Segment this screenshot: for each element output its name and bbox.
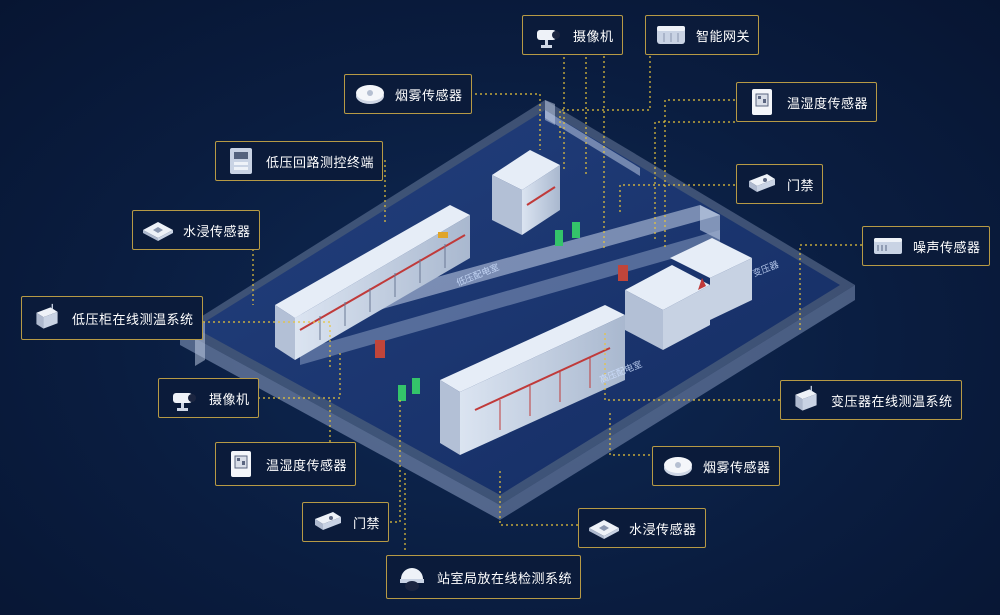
meter-icon xyxy=(230,148,252,174)
temp-module-icon xyxy=(794,385,818,412)
back-cabinets xyxy=(492,150,560,235)
noise-sensor-icon xyxy=(873,237,903,255)
label-text: 烟雾传感器 xyxy=(395,88,463,104)
camera-icon xyxy=(173,393,196,411)
label-text: 温湿度传感器 xyxy=(787,96,869,112)
floor xyxy=(195,110,840,495)
label-text: 水浸传感器 xyxy=(629,522,697,538)
label-text: 水浸传感器 xyxy=(183,224,251,240)
label-pd-monitor[interactable]: 站室局放在线检测系统 xyxy=(386,555,582,599)
temp-module-icon xyxy=(35,303,59,330)
temp-humidity-sensor-icon xyxy=(230,450,252,478)
high-voltage-cabinets xyxy=(440,305,625,455)
label-noise[interactable]: 噪声传感器 xyxy=(862,226,990,266)
label-water-bottom[interactable]: 水浸传感器 xyxy=(578,508,706,548)
label-text: 站室局放在线检测系统 xyxy=(437,571,573,587)
label-lv-terminal[interactable]: 低压回路测控终端 xyxy=(215,141,384,181)
label-text: 门禁 xyxy=(353,516,381,532)
label-text: 低压柜在线测温系统 xyxy=(72,312,194,328)
door-access-icon xyxy=(315,512,341,530)
slab-front-right xyxy=(500,285,855,520)
label-text: 智能网关 xyxy=(696,29,751,45)
smoke-detector-icon xyxy=(356,85,384,104)
label-temp-hum-top[interactable]: 温湿度传感器 xyxy=(736,82,878,122)
low-voltage-cabinets xyxy=(275,205,470,360)
label-text: 噪声传感器 xyxy=(913,240,981,256)
label-door-top[interactable]: 门禁 xyxy=(736,164,824,204)
door-red-2 xyxy=(618,265,628,281)
temp-humidity-sensor-icon xyxy=(751,88,773,116)
label-temp-hum-bottom[interactable]: 温湿度传感器 xyxy=(215,442,357,486)
water-sensor-icon xyxy=(143,222,173,241)
label-transformer-temp[interactable]: 变压器在线测温系统 xyxy=(780,380,962,420)
smoke-detector-icon xyxy=(664,457,692,476)
label-smoke-bottom[interactable]: 烟雾传感器 xyxy=(652,446,780,486)
label-text: 门禁 xyxy=(787,178,815,194)
camera-icon xyxy=(537,30,560,48)
label-camera-top[interactable]: 摄像机 xyxy=(522,15,623,55)
door-green-1 xyxy=(555,230,563,246)
label-text: 摄像机 xyxy=(209,392,250,408)
slab-front-left xyxy=(180,330,500,520)
label-water-top[interactable]: 水浸传感器 xyxy=(132,210,260,250)
label-text: 摄像机 xyxy=(573,29,614,45)
transformer-boxes xyxy=(625,238,752,350)
water-sensor-icon xyxy=(589,520,619,539)
gateway-icon xyxy=(656,25,686,45)
door-green-3 xyxy=(398,385,406,401)
label-gateway[interactable]: 智能网关 xyxy=(645,15,760,55)
door-red-1 xyxy=(375,340,385,358)
label-text: 低压回路测控终端 xyxy=(266,155,375,171)
label-door-bottom[interactable]: 门禁 xyxy=(302,502,390,542)
label-camera-bottom[interactable]: 摄像机 xyxy=(158,378,259,418)
label-text: 烟雾传感器 xyxy=(703,460,771,476)
label-smoke-top[interactable]: 烟雾传感器 xyxy=(344,74,472,114)
label-lv-temp[interactable]: 低压柜在线测温系统 xyxy=(21,296,203,340)
label-text: 温湿度传感器 xyxy=(266,458,348,474)
label-text: 变压器在线测温系统 xyxy=(831,394,953,410)
dome-camera-icon xyxy=(400,568,424,591)
door-green-2 xyxy=(572,222,580,238)
door-access-icon xyxy=(749,174,775,192)
connectors xyxy=(198,56,862,550)
door-green-4 xyxy=(412,378,420,394)
